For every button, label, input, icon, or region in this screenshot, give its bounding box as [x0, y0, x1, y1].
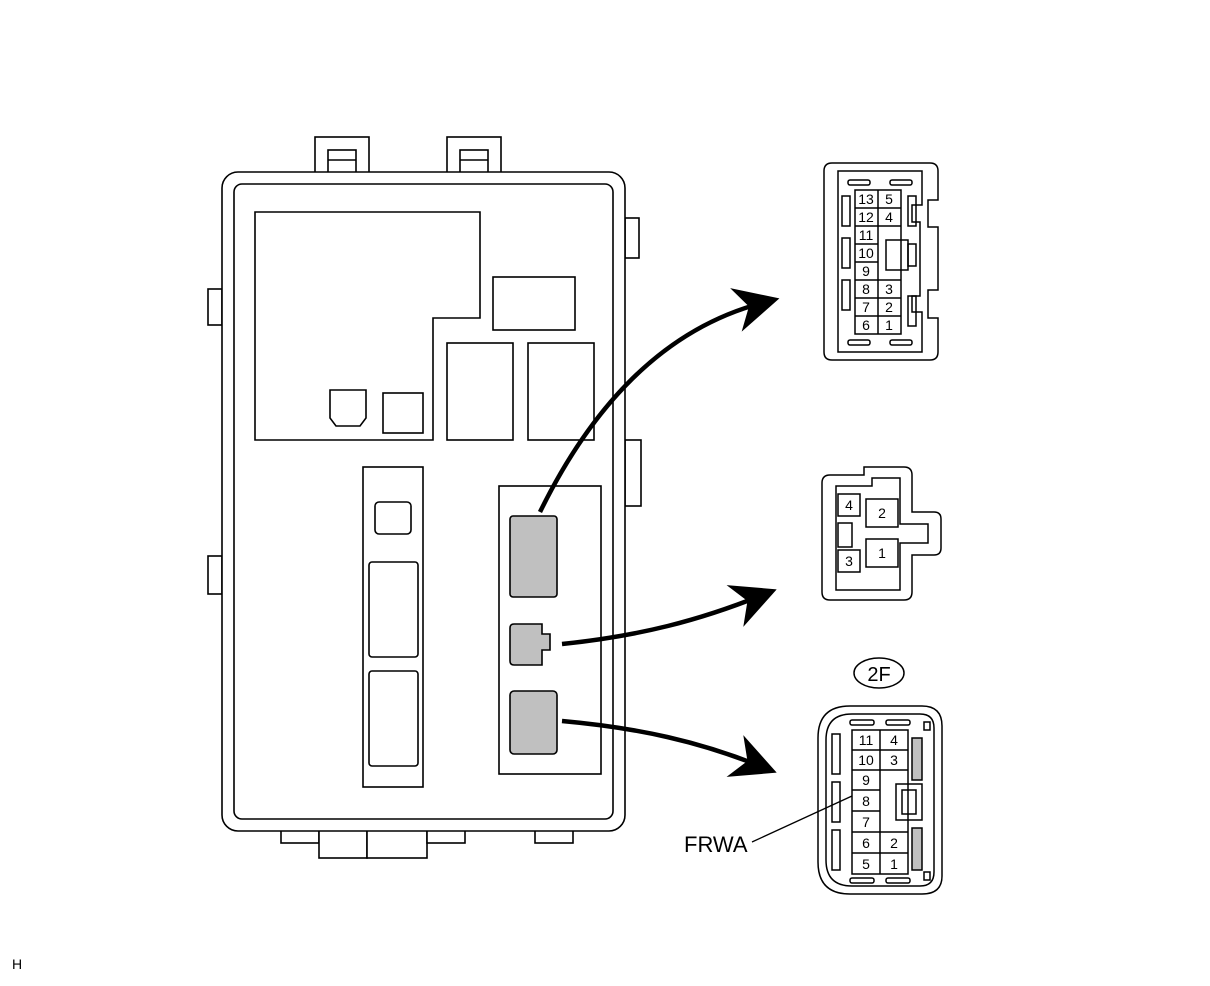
middle-pin-2: 2: [878, 505, 886, 521]
arrow-to-middle-connector: [561, 585, 777, 647]
middle-pin-4: 4: [845, 497, 853, 513]
top-pin-l1: 12: [858, 209, 874, 225]
fuse-column-slot-upper: [368, 561, 419, 658]
top-pin-l7: 6: [862, 317, 870, 333]
block-connector-bottom: [509, 690, 558, 755]
middle-pin-box-4: [837, 493, 861, 517]
block-connector-top: [509, 515, 558, 598]
connector-panel: [498, 485, 602, 775]
top-tab-left: [314, 136, 370, 174]
corner-code: H: [12, 956, 23, 972]
bottom-pin-r5: 2: [890, 835, 898, 851]
bottom-pin-l6: 5: [862, 856, 870, 872]
fuse-column-small-slot: [374, 501, 412, 535]
bottom-pin-l1: 10: [858, 752, 874, 768]
bottom-pin-l5: 6: [862, 835, 870, 851]
bottom-pin-l4: 7: [862, 814, 870, 830]
middle-pin-box-2: [865, 498, 899, 528]
bottom-pin-l2: 9: [862, 772, 870, 788]
top-pin-r5: 3: [885, 281, 893, 297]
relay-small: [492, 276, 576, 331]
top-pin-l5: 8: [862, 281, 870, 297]
top-pin-l0: 13: [858, 191, 874, 207]
top-pin-l2: 11: [859, 227, 874, 243]
small-fuse-slot: [329, 389, 367, 427]
junction-block: [207, 136, 642, 859]
top-tab-right: [446, 136, 502, 174]
top-pin-l3: 10: [858, 245, 874, 261]
frwa-callout-label: FRWA: [684, 832, 748, 857]
connector-middle-pins: 4 2 3 1: [845, 497, 886, 569]
connector-top-pins: 13 12 11 10 9 8 7 6 5 4 3 2 1: [858, 191, 893, 333]
side-tab-right-upper: [624, 217, 640, 259]
arrow-to-bottom-connector: [561, 718, 777, 777]
bottom-pin-r6: 1: [890, 856, 898, 872]
top-pin-l6: 7: [862, 299, 870, 315]
bottom-pin-r1: 3: [890, 752, 898, 768]
arrows: [537, 288, 780, 777]
bottom-pin-l3: 8: [862, 793, 870, 809]
connector-top-housing: [823, 162, 939, 361]
connector-bottom-badge-text: 2F: [867, 664, 890, 686]
middle-pin-1: 1: [878, 545, 886, 561]
middle-pin-box-3: [837, 549, 861, 573]
arrow-to-top-connector: [537, 288, 780, 513]
top-pin-r7: 1: [885, 317, 893, 333]
side-tab-right-lower: [624, 439, 642, 507]
relay-left: [446, 342, 514, 441]
top-pin-l4: 9: [862, 263, 870, 279]
square-slot: [382, 392, 424, 434]
connector-bottom-badge: 2F: [853, 657, 905, 689]
bottom-tab-2: [318, 828, 368, 859]
l-shaped-module: [254, 211, 481, 441]
connector-bottom-pins: 11 10 9 8 7 6 5 4 3 2 1: [858, 732, 898, 872]
relay-right: [527, 342, 595, 441]
fuse-column-slot-lower: [368, 670, 419, 767]
bottom-tab-3: [366, 828, 428, 859]
side-tab-left-lower: [207, 555, 223, 595]
bottom-pin-l0: 11: [859, 732, 874, 748]
middle-pin-box-1: [865, 538, 899, 568]
top-pin-r6: 2: [885, 299, 893, 315]
bottom-pin-r0: 4: [890, 732, 898, 748]
frwa-callout-leader: [751, 795, 853, 843]
connector-top: [823, 162, 939, 361]
middle-pin-3: 3: [845, 553, 853, 569]
block-connector-middle: [509, 623, 551, 666]
connector-middle: [821, 466, 942, 601]
block-inner-shell: [233, 183, 614, 820]
connector-bottom: [817, 705, 943, 895]
connector-middle-housing: [821, 466, 942, 601]
side-tab-left-upper: [207, 288, 223, 326]
top-pin-r0: 5: [885, 191, 893, 207]
top-pin-r1: 4: [885, 209, 893, 225]
fuse-column: [362, 466, 424, 788]
